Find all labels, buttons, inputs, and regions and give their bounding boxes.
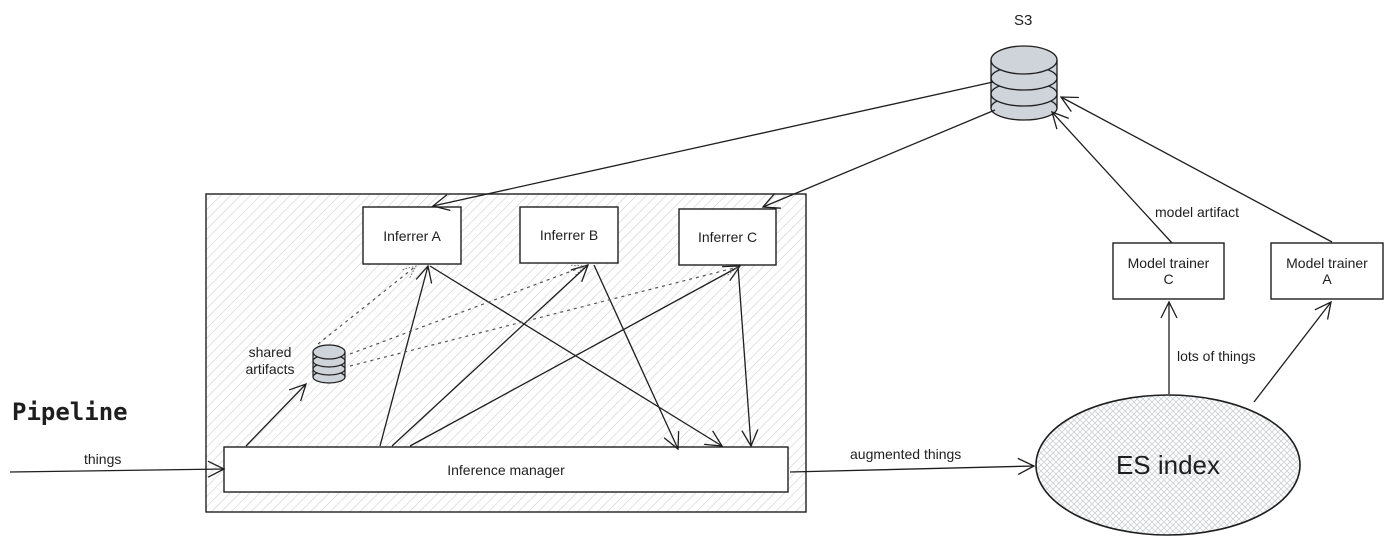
edge-label-augmented-things: augmented things bbox=[850, 446, 962, 462]
arrow-trainer-c-to-s3 bbox=[1051, 110, 1173, 244]
edge-label-model-artifact: model artifact bbox=[1155, 204, 1240, 220]
inferrer-c-box[interactable] bbox=[678, 208, 777, 266]
es-index-label: ES index bbox=[1115, 450, 1221, 480]
edge-label-things: things bbox=[84, 451, 122, 467]
s3-label: S3 bbox=[1014, 12, 1033, 29]
arrow-trainer-a-to-s3 bbox=[1059, 96, 1333, 243]
shared-artifacts-label: shared artifacts bbox=[236, 343, 304, 379]
model-trainer-c-line1: Model trainer bbox=[1127, 255, 1210, 271]
arrow-s3-to-inferrer-c bbox=[761, 109, 996, 209]
s3-database-icon bbox=[990, 45, 1058, 121]
inferrer-c-label: Inferrer C bbox=[697, 229, 758, 245]
arrow-es-to-trainer-a bbox=[1253, 300, 1332, 403]
inference-manager-label: Inference manager bbox=[447, 461, 565, 478]
model-trainer-a-box[interactable] bbox=[1270, 242, 1384, 300]
arrow-things bbox=[9, 460, 226, 478]
arrow-manager-to-inferrer-b bbox=[391, 264, 590, 447]
model-trainer-a-line1: Model trainer bbox=[1286, 255, 1368, 271]
arrow-manager-to-inferrer-a bbox=[379, 264, 433, 447]
es-index-ellipse[interactable] bbox=[1035, 394, 1301, 536]
inference-manager-box[interactable] bbox=[223, 446, 789, 493]
arrow-inferrer-c-to-manager bbox=[737, 265, 759, 448]
model-trainer-c-line2: C bbox=[1163, 271, 1174, 287]
model-trainer-c-box[interactable] bbox=[1112, 242, 1225, 300]
shared-artifacts-database-icon bbox=[312, 344, 346, 384]
inferrer-b-box[interactable] bbox=[519, 206, 619, 264]
edge-label-lots-of-things: lots of things bbox=[1177, 348, 1256, 364]
arrow-augmented-things bbox=[789, 457, 1036, 475]
inferrer-a-label: Inferrer A bbox=[383, 227, 441, 244]
arrow-inferrer-b-to-manager bbox=[593, 264, 680, 451]
shared-artifacts-line1: shared bbox=[248, 344, 292, 360]
arrow-s3-to-inferrer-a bbox=[431, 81, 994, 211]
inferrer-a-box[interactable] bbox=[362, 206, 462, 265]
inferrer-b-label: Inferrer B bbox=[539, 227, 599, 243]
model-trainer-a-line2: A bbox=[1322, 271, 1332, 287]
pipeline-title: Pipeline bbox=[12, 398, 128, 426]
model-trainer-c-label: Model trainer C bbox=[1113, 243, 1224, 299]
shared-artifacts-line2: artifacts bbox=[245, 361, 295, 377]
model-trainer-a-label: Model trainer A bbox=[1271, 243, 1383, 299]
arrow-manager-to-shared bbox=[245, 382, 308, 447]
arrow-inferrer-a-to-manager bbox=[429, 265, 724, 447]
